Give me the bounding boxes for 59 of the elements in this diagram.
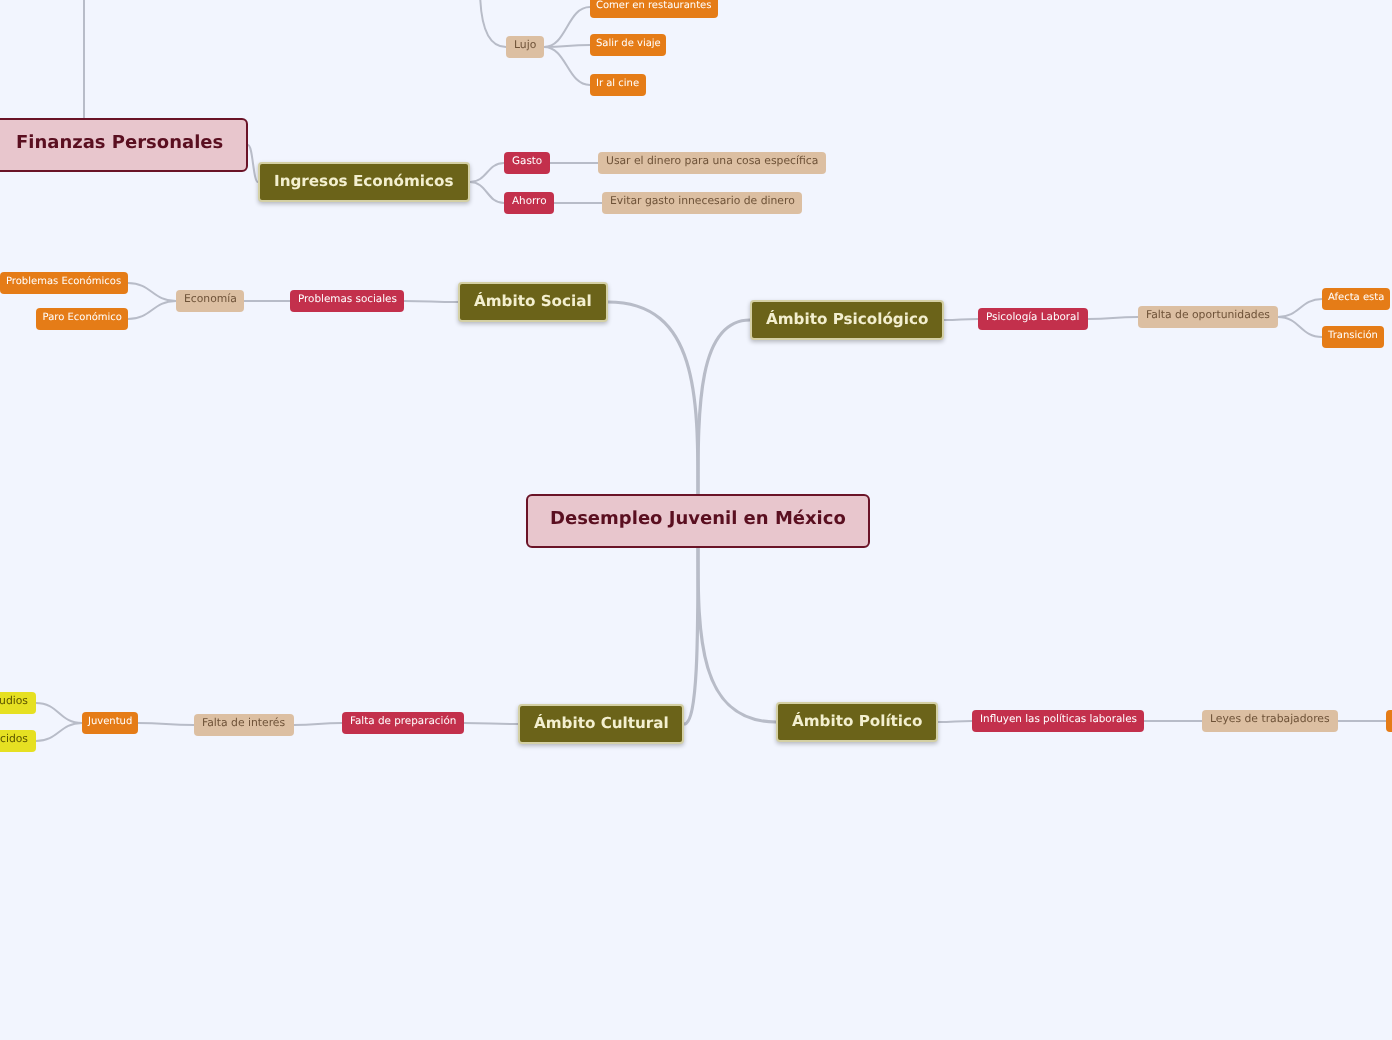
connector-line xyxy=(35,702,83,724)
connector-line xyxy=(463,722,519,725)
connector-line xyxy=(1277,316,1323,338)
connector-line xyxy=(543,46,591,86)
connector-line xyxy=(127,282,177,302)
subtopic-box xyxy=(1322,326,1384,348)
connector-line xyxy=(293,722,343,726)
connector-line xyxy=(83,0,85,119)
connector-line xyxy=(35,722,83,742)
subtopic-box xyxy=(1322,288,1391,310)
central-topic-box xyxy=(0,118,248,172)
subtopic-box xyxy=(36,308,128,330)
connector-line xyxy=(549,162,599,164)
connector-line xyxy=(403,300,459,303)
subtopic-box xyxy=(1202,710,1338,732)
subtopic-box xyxy=(504,152,551,174)
subtopic-box xyxy=(598,152,827,174)
connector-line xyxy=(127,300,177,320)
connector-line xyxy=(137,722,195,726)
connector-line xyxy=(1143,720,1203,722)
connector-line xyxy=(469,181,505,204)
main-topic-box xyxy=(750,300,945,340)
central-topic-box xyxy=(526,494,870,548)
main-topic-box xyxy=(518,704,685,744)
subtopic-box xyxy=(972,710,1145,732)
connector-line xyxy=(469,162,505,183)
connector-line xyxy=(1337,720,1387,722)
subtopic-box xyxy=(342,712,465,734)
connector-line xyxy=(696,548,777,724)
subtopic-box xyxy=(504,192,555,214)
connector-line xyxy=(243,300,291,302)
topic-text: Desempleo Juvenil en México xyxy=(550,512,846,530)
subtopic-box xyxy=(194,714,294,736)
subtopic-box xyxy=(506,36,545,58)
topic-text: Finanzas Personales xyxy=(16,136,224,154)
subtopic-box xyxy=(1138,306,1278,328)
subtopic-box xyxy=(290,290,405,312)
subtopic-box xyxy=(82,712,139,734)
main-topic-box xyxy=(258,162,470,202)
subtopic-box xyxy=(0,730,36,752)
subtopic-box xyxy=(590,0,718,18)
subtopic-box xyxy=(0,272,128,294)
subtopic-box xyxy=(590,34,667,56)
connector-line xyxy=(937,720,973,723)
connector-line xyxy=(1277,298,1323,318)
connector-line xyxy=(943,318,979,321)
subtopic-box xyxy=(176,290,245,312)
connector-line xyxy=(247,144,259,183)
main-topic-box xyxy=(776,702,939,742)
subtopic-box xyxy=(590,74,646,96)
subtopic-box xyxy=(978,308,1088,330)
connector-line xyxy=(543,6,591,48)
subtopic-box xyxy=(602,192,803,214)
main-topic-box xyxy=(458,282,608,322)
connector-line xyxy=(696,318,751,494)
connector-line xyxy=(479,0,507,48)
connector-line xyxy=(553,202,603,204)
subtopic-box xyxy=(0,692,36,714)
connector-line xyxy=(1087,316,1139,320)
